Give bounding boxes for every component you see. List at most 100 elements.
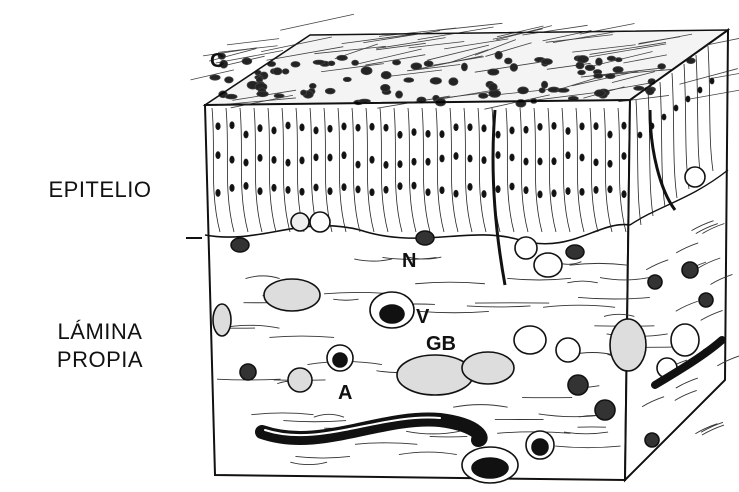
cell-nucleus xyxy=(412,182,416,189)
surface-cell xyxy=(273,68,282,75)
cell-nucleus xyxy=(258,125,262,132)
surface-cell xyxy=(505,58,513,64)
cell-nucleus xyxy=(566,188,570,195)
gland-cluster xyxy=(462,352,514,384)
surface-cell xyxy=(605,74,615,79)
cell-nucleus xyxy=(580,123,584,130)
cell-nucleus xyxy=(510,127,514,134)
surface-cell xyxy=(658,64,666,70)
surface-cell xyxy=(578,70,586,74)
nerve-ending xyxy=(566,245,584,259)
vessel xyxy=(532,439,548,455)
cell-nucleus xyxy=(552,122,556,129)
cell-nucleus xyxy=(710,78,714,84)
label-v: V xyxy=(416,306,429,329)
cell-nucleus xyxy=(608,186,612,193)
cell-nucleus xyxy=(412,129,416,136)
cell-nucleus xyxy=(244,131,248,138)
cell-nucleus xyxy=(524,187,528,194)
cell-nucleus xyxy=(566,152,570,159)
cell-nucleus xyxy=(594,186,598,193)
label-a: A xyxy=(338,382,352,405)
vessel xyxy=(240,364,256,380)
cell-nucleus xyxy=(356,161,360,168)
surface-cell xyxy=(634,86,644,90)
cell-nucleus xyxy=(662,114,666,120)
cell-nucleus xyxy=(216,123,220,130)
surface-cell xyxy=(541,81,547,88)
cell-nucleus xyxy=(286,186,290,193)
cell-nucleus xyxy=(496,186,500,193)
surface-cell xyxy=(417,97,426,103)
cell-nucleus xyxy=(580,154,584,161)
cell-nucleus xyxy=(398,183,402,190)
surface-cell xyxy=(424,61,433,67)
cell-nucleus xyxy=(440,155,444,162)
surface-cell xyxy=(361,67,372,75)
cell-nucleus xyxy=(482,191,486,198)
surface-cell xyxy=(530,99,537,104)
vessel xyxy=(568,375,588,395)
cell-nucleus xyxy=(468,183,472,190)
cell-nucleus xyxy=(566,128,570,135)
surface-cell xyxy=(301,90,307,95)
cell-nucleus xyxy=(510,154,514,161)
surface-cell xyxy=(274,94,284,98)
cell-nucleus xyxy=(594,123,598,130)
cell-nucleus xyxy=(342,152,346,159)
collagen-fibre xyxy=(701,422,723,432)
vessel xyxy=(291,213,309,231)
cell-nucleus xyxy=(356,124,360,131)
cell-nucleus xyxy=(342,184,346,191)
artery-lumen xyxy=(333,353,347,367)
gland-cluster xyxy=(397,355,473,395)
cell-nucleus xyxy=(314,127,318,134)
cell-nucleus xyxy=(622,122,626,129)
cell-nucleus xyxy=(454,153,458,160)
surface-cell xyxy=(489,83,498,91)
cell-nucleus xyxy=(524,158,528,165)
cell-nucleus xyxy=(370,123,374,130)
cell-nucleus xyxy=(300,124,304,131)
cell-nucleus xyxy=(384,124,388,131)
surface-cell xyxy=(557,88,569,92)
surface-cell xyxy=(594,74,603,79)
cell-nucleus xyxy=(412,158,416,165)
cell-nucleus xyxy=(384,186,388,193)
cell-nucleus xyxy=(440,131,444,138)
cell-nucleus xyxy=(258,154,262,161)
hatch-stroke xyxy=(218,46,278,53)
surface-cell xyxy=(435,98,445,106)
label-gb: GB xyxy=(426,333,456,356)
surface-cell xyxy=(225,94,237,99)
surface-cell xyxy=(328,61,335,66)
surface-cell xyxy=(577,56,589,63)
cell-nucleus xyxy=(622,153,626,160)
label-n: N xyxy=(402,250,416,273)
vessel xyxy=(515,237,537,259)
cell-nucleus xyxy=(328,188,332,195)
vessel xyxy=(648,275,662,289)
vessel xyxy=(514,326,546,354)
vein-lumen xyxy=(380,305,404,323)
surface-cell xyxy=(607,56,616,60)
epitelio-label: EPITELIO xyxy=(20,176,180,204)
vessel xyxy=(699,293,713,307)
cell-nucleus xyxy=(300,188,304,195)
surface-cell xyxy=(411,63,422,70)
cell-nucleus xyxy=(538,123,542,130)
surface-cell xyxy=(267,61,275,66)
surface-cell xyxy=(541,59,552,65)
nerve-ending xyxy=(416,231,434,245)
cell-nucleus xyxy=(468,124,472,131)
surface-cell xyxy=(479,93,488,98)
surface-cell xyxy=(585,65,595,71)
cell-nucleus xyxy=(426,189,430,196)
cell-nucleus xyxy=(496,152,500,159)
cell-nucleus xyxy=(244,159,248,166)
cell-nucleus xyxy=(272,127,276,134)
cell-nucleus xyxy=(496,131,500,138)
surface-cell xyxy=(352,60,359,65)
surface-cell xyxy=(495,51,502,59)
